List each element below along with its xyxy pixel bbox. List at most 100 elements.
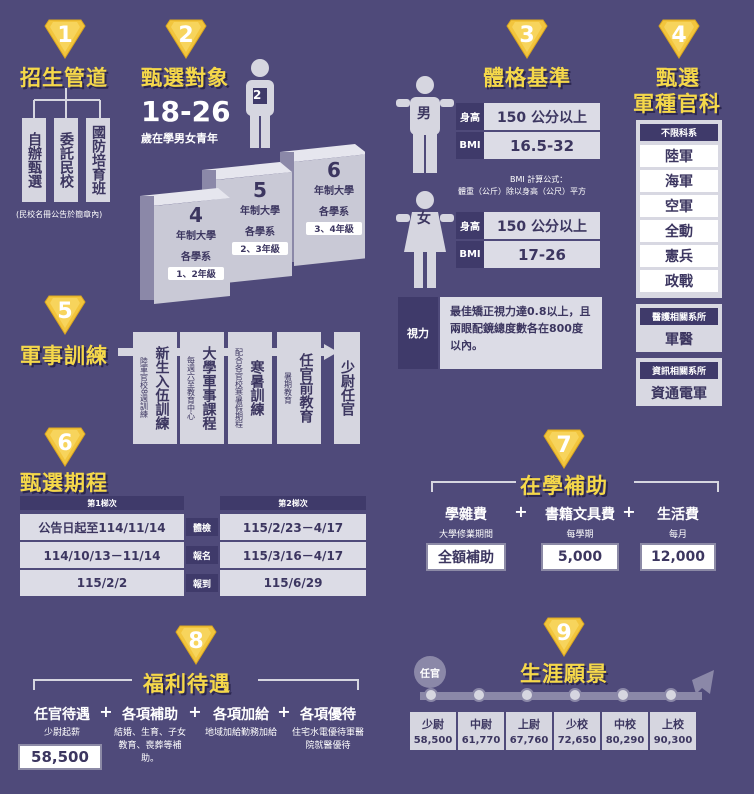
training-step-sub: 每週六至教育中心	[186, 356, 196, 420]
section-4-title-2: 軍種官科	[633, 92, 721, 116]
subsidy-sub: 大學修業期間	[438, 530, 493, 540]
career-timeline	[420, 670, 714, 700]
schedule-cell-1: 公告日起至114/11/14	[20, 514, 184, 540]
female-bmi-value: 17-26	[484, 241, 600, 268]
career-rank-box: 少校 72,650	[554, 712, 600, 750]
female-figure-icon	[396, 191, 454, 288]
training-step: 大學軍事課程每週六至教育中心	[180, 332, 224, 444]
book-6yr: 6 年制大學 各學系 3、4年級	[306, 158, 362, 235]
section-1-title: 招生管道	[20, 66, 108, 90]
career-rank: 上尉	[518, 718, 540, 731]
branch-item: 憲兵	[640, 245, 718, 267]
section-1-badge: 1	[43, 16, 87, 60]
subsidy-value: 全額補助	[426, 543, 506, 571]
section-7-title: 在學補助	[520, 474, 608, 498]
career-rank-box: 上校 90,300	[650, 712, 696, 750]
section-9-title: 生涯願景	[520, 662, 608, 686]
training-step-sub: 陸軍官校8週訓練	[139, 357, 149, 419]
section-1-note: (民校名冊公告於簡章內)	[16, 210, 103, 219]
welfare-name: 各項加給	[213, 707, 269, 723]
plus-icon: +	[188, 702, 202, 721]
welfare-sub: 地域加給勤務加給	[204, 728, 277, 738]
female-height-value: 150 公分以上	[484, 212, 600, 239]
schedule-cell-2: 115/6/29	[220, 570, 366, 596]
career-node	[568, 688, 582, 702]
group-medical-label: 醫護相關系所	[640, 308, 718, 325]
career-rank-box: 上尉 67,760	[506, 712, 552, 750]
career-pay: 72,650	[557, 735, 597, 746]
section-4-badge: 4	[657, 16, 701, 60]
career-rank: 上校	[662, 718, 684, 731]
career-rank: 中尉	[470, 718, 492, 731]
training-final: 少尉任官	[334, 332, 360, 444]
branch-it: 資通電軍	[651, 386, 707, 402]
career-rank: 少校	[566, 718, 588, 731]
career-node	[664, 688, 678, 702]
branch-panel-general: 不限科系 陸軍海軍空軍全動憲兵政戰	[636, 120, 722, 298]
training-step-sub: 暑期教育	[283, 372, 293, 404]
section-3-badge: 3	[505, 16, 549, 60]
branch-medical: 軍醫	[665, 332, 693, 348]
training-step: 寒暑訓練配合各官校寒暑假期程	[228, 332, 272, 444]
plus-icon: +	[99, 702, 113, 721]
section-1-connector	[33, 88, 101, 118]
welfare-name: 各項補助	[122, 707, 178, 723]
career-pay: 61,770	[461, 735, 501, 746]
book-4yr: 4 年制大學 各學系 1、2年級	[168, 203, 224, 280]
training-step-main: 新生入伍訓練	[153, 346, 170, 430]
female-label: 女	[417, 211, 431, 227]
person-icon	[246, 59, 274, 148]
subsidy-value: 12,000	[640, 543, 716, 571]
female-height-label: 身高	[456, 212, 484, 239]
subsidy-name: 生活費	[657, 507, 699, 523]
schedule-cell-1: 115/2/2	[20, 570, 184, 596]
career-pay: 90,300	[653, 735, 693, 746]
subsidy-name: 學雜費	[445, 507, 487, 523]
section-8-title: 福利待遇	[143, 672, 231, 696]
section-8-bracket	[33, 679, 359, 690]
training-step: 任官前教育暑期教育	[277, 332, 321, 444]
branch-item: 政戰	[640, 270, 718, 292]
person-tag: 2	[253, 88, 262, 102]
male-height-label: 身高	[456, 103, 484, 130]
subsidy-value: 5,000	[541, 543, 619, 571]
section-4-title-1: 甄選	[656, 66, 700, 90]
career-start: 任官	[414, 656, 446, 688]
subsidy-name: 書籍文具費	[545, 507, 615, 523]
section-7-bracket	[431, 481, 719, 492]
book-5yr: 5 年制大學 各學系 2、3年級	[232, 178, 288, 255]
branch-panel-it: 資訊相關系所 資通電軍	[636, 358, 722, 406]
branch-item: 空軍	[640, 195, 718, 217]
welfare-name: 各項優待	[300, 707, 356, 723]
subsidy-sub: 每學期	[566, 530, 594, 540]
male-label: 男	[417, 106, 431, 122]
welfare-sub: 結婚、生育、子女教育、喪葬等補助。	[113, 728, 186, 764]
training-step: 新生入伍訓練陸軍官校8週訓練	[133, 332, 177, 444]
plus-icon: +	[622, 502, 636, 521]
career-rank-box: 中尉 61,770	[458, 712, 504, 750]
career-pay: 67,760	[509, 735, 549, 746]
section-8-badge: 8	[174, 622, 218, 666]
section-2-badge: 2	[164, 16, 208, 60]
career-rank: 少尉	[422, 718, 444, 731]
welfare-value: 58,500	[18, 744, 102, 770]
career-node	[424, 688, 438, 702]
plus-icon: +	[514, 502, 528, 521]
section-7-badge: 7	[542, 426, 586, 470]
branch-panel-medical: 醫護相關系所 軍醫	[636, 304, 722, 352]
training-step-main: 大學軍事課程	[200, 346, 217, 430]
male-bmi-value: 16.5-32	[484, 132, 600, 159]
schedule-label: 報到	[186, 574, 218, 592]
schedule-cell-2: 115/3/16－4/17	[220, 542, 366, 568]
schedule-label: 體檢	[186, 518, 218, 536]
schedule-cell-2: 115/2/23－4/17	[220, 514, 366, 540]
schedule-col-2: 第2梯次	[220, 496, 366, 510]
branch-item: 全動	[640, 220, 718, 242]
channel-self: 自辦甄選	[22, 118, 46, 202]
section-6-title: 甄選期程	[20, 471, 108, 495]
subsidy-sub: 每月	[668, 530, 687, 540]
career-pay: 80,290	[605, 735, 645, 746]
